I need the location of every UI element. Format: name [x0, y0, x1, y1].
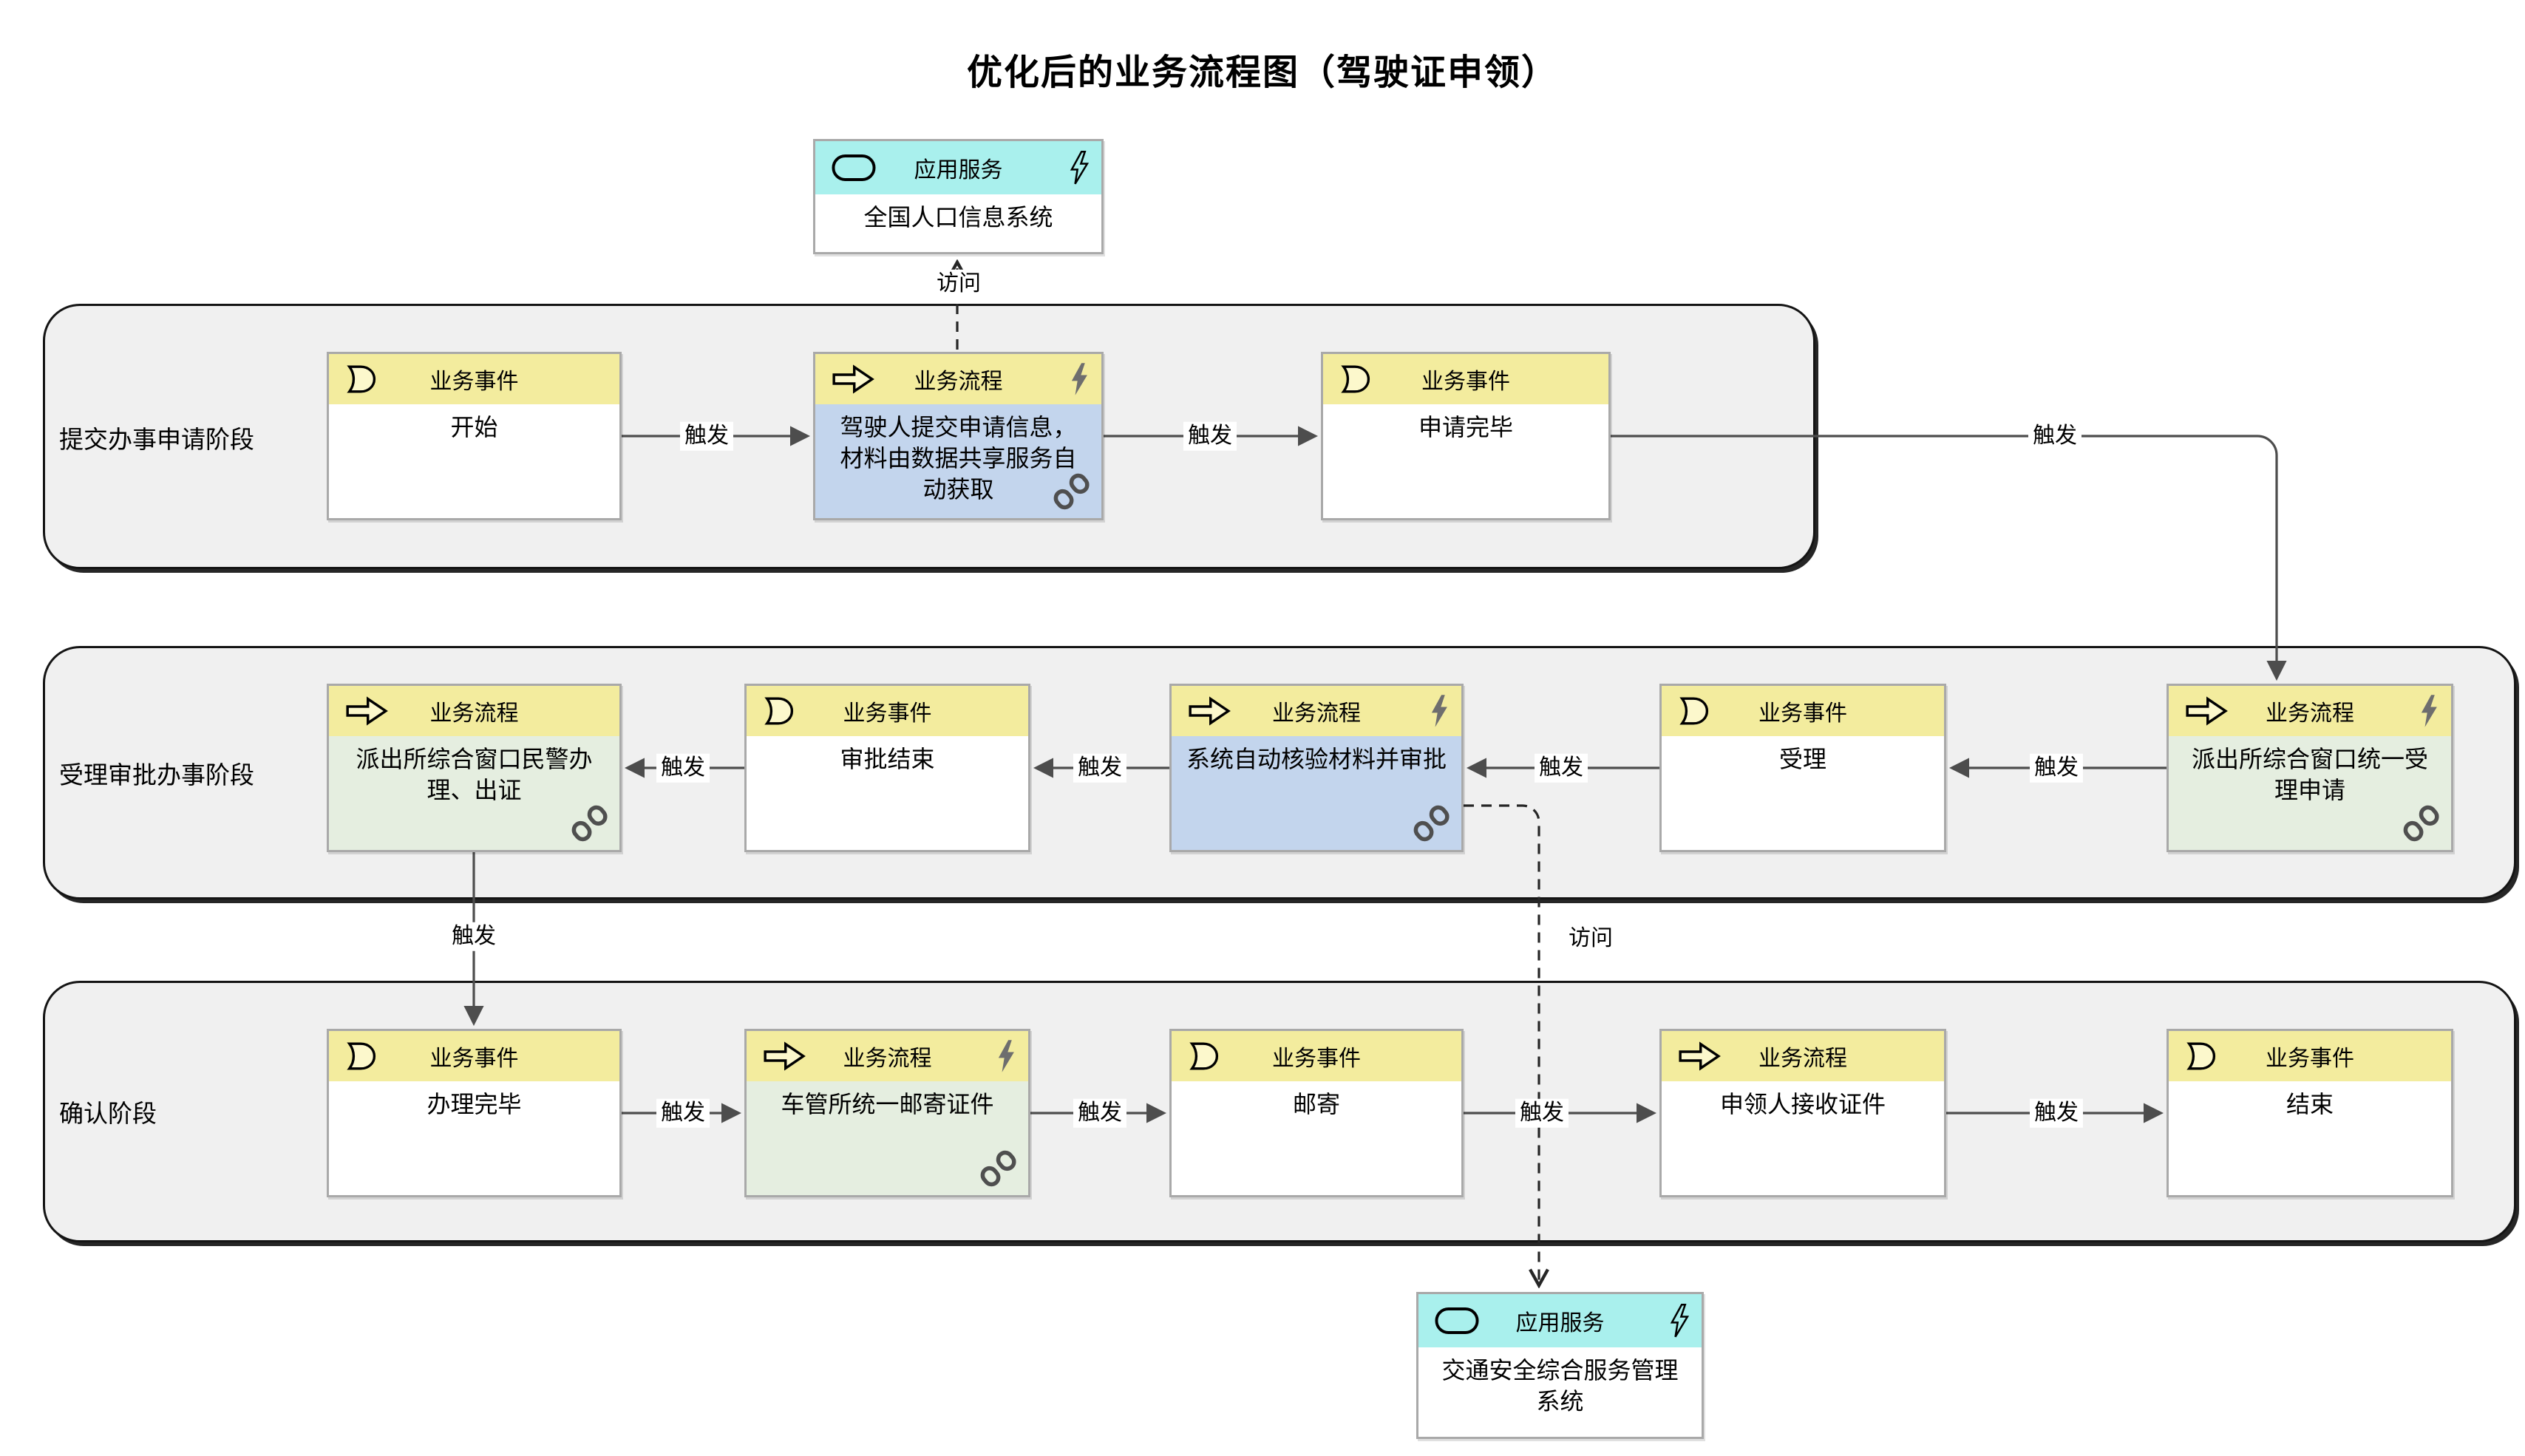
node-process-driver-submit-application: 业务流程 驾驶人提交申请信息，材料由数据共享服务自动获取	[813, 352, 1104, 520]
lane-label-confirm-phase: 确认阶段	[59, 1100, 157, 1127]
node-event-end: 业务事件 结束	[2167, 1029, 2453, 1197]
node-name: 驾驶人提交申请信息，材料由数据共享服务自动获取	[815, 404, 1101, 518]
node-type-label: 应用服务	[1515, 1311, 1605, 1336]
edge-label-trigger: 触发	[1183, 421, 1237, 451]
node-name: 派出所综合窗口民警办理、出证	[329, 736, 619, 850]
node-type-label: 应用服务	[914, 158, 1003, 183]
node-process-system-auto-verify: 业务流程 系统自动核验材料并审批	[1169, 684, 1464, 852]
lightning-solid-icon	[1069, 359, 1090, 399]
node-type-label: 业务流程	[429, 701, 519, 726]
node-header: 业务流程	[329, 686, 619, 736]
node-type-label: 业务事件	[1421, 370, 1510, 394]
node-name: 交通安全综合服务管理系统	[1418, 1347, 1702, 1437]
node-process-dmv-mail-certificate: 业务流程 车管所统一邮寄证件	[744, 1029, 1030, 1197]
node-header: 业务流程	[2169, 686, 2451, 736]
edge-label-trigger: 触发	[1535, 753, 1588, 783]
edge-label-access: 访问	[1564, 924, 1617, 953]
node-header: 业务流程	[1172, 686, 1461, 736]
node-type-label: 业务事件	[429, 1047, 519, 1071]
node-name: 申领人接收证件	[1662, 1081, 1944, 1195]
node-event-start: 业务事件 开始	[327, 352, 622, 520]
node-header: 业务事件	[1323, 354, 1608, 404]
lightning-solid-icon	[2419, 691, 2439, 731]
node-event-mailed: 业务事件 邮寄	[1169, 1029, 1464, 1197]
node-header: 应用服务	[1418, 1294, 1702, 1347]
lightning-solid-icon	[996, 1036, 1016, 1076]
edge-label-access: 访问	[932, 269, 985, 299]
node-name: 受理	[1662, 736, 1944, 850]
node-name: 结束	[2169, 1081, 2451, 1195]
lightning-outline-icon	[1069, 148, 1090, 188]
node-type-label: 业务流程	[2266, 701, 2354, 726]
node-header: 业务事件	[747, 686, 1028, 736]
node-name: 邮寄	[1172, 1081, 1461, 1195]
lane-label-accept-approve-phase: 受理审批办事阶段	[59, 761, 254, 789]
link-icon	[979, 1149, 1018, 1188]
edge-label-trigger: 触发	[2030, 1098, 2083, 1128]
node-process-applicant-receive-certificate: 业务流程 申领人接收证件	[1659, 1029, 1946, 1197]
node-name: 车管所统一邮寄证件	[747, 1081, 1028, 1195]
node-header: 业务事件	[329, 354, 619, 404]
node-type-label: 业务流程	[914, 370, 1003, 394]
node-app-service-national-population-system: 应用服务 全国人口信息系统	[813, 139, 1104, 254]
node-name: 办理完毕	[329, 1081, 619, 1195]
node-event-application-complete: 业务事件 申请完毕	[1321, 352, 1611, 520]
lightning-solid-icon	[1429, 691, 1450, 731]
node-header: 业务事件	[2169, 1031, 2451, 1081]
node-header: 业务流程	[747, 1031, 1028, 1081]
node-type-label: 业务事件	[2266, 1047, 2354, 1071]
node-process-police-window-issue-cert: 业务流程 派出所综合窗口民警办理、出证	[327, 684, 622, 852]
edge-label-trigger: 触发	[1073, 1098, 1126, 1128]
edge-label-trigger: 触发	[2030, 753, 2083, 783]
node-name: 系统自动核验材料并审批	[1172, 736, 1461, 850]
node-name: 全国人口信息系统	[815, 194, 1101, 252]
node-header: 业务事件	[329, 1031, 619, 1081]
node-type-label: 业务事件	[1758, 701, 1847, 726]
edge-label-trigger: 触发	[2028, 421, 2081, 451]
node-name: 开始	[329, 404, 619, 518]
node-app-service-traffic-safety-management-system: 应用服务 交通安全综合服务管理系统	[1416, 1292, 1704, 1439]
edge-label-trigger: 触发	[447, 922, 500, 951]
node-event-accepted: 业务事件 受理	[1659, 684, 1946, 852]
node-name: 申请完毕	[1323, 404, 1608, 518]
node-type-label: 业务事件	[1272, 1047, 1361, 1071]
node-type-label: 业务事件	[843, 701, 932, 726]
node-header: 应用服务	[815, 141, 1101, 194]
node-header: 业务流程	[1662, 1031, 1944, 1081]
edge-label-trigger: 触发	[1073, 753, 1126, 783]
node-header: 业务流程	[815, 354, 1101, 404]
node-event-approval-end: 业务事件 审批结束	[744, 684, 1030, 852]
node-event-processing-complete: 业务事件 办理完毕	[327, 1029, 622, 1197]
node-type-label: 业务事件	[429, 370, 519, 394]
lightning-outline-icon	[1669, 1301, 1690, 1341]
link-icon	[571, 804, 609, 843]
node-header: 业务事件	[1662, 686, 1944, 736]
edge-label-trigger: 触发	[1515, 1098, 1569, 1128]
node-type-label: 业务流程	[1758, 1047, 1847, 1071]
node-type-label: 业务流程	[1272, 701, 1361, 726]
node-header: 业务事件	[1172, 1031, 1461, 1081]
node-name: 审批结束	[747, 736, 1028, 850]
lane-label-submit-application-phase: 提交办事申请阶段	[59, 426, 254, 453]
edge-label-trigger: 触发	[656, 1098, 710, 1128]
link-icon	[1413, 804, 1451, 843]
edge-label-trigger: 触发	[680, 421, 733, 451]
edge-label-trigger: 触发	[656, 753, 710, 783]
link-icon	[1053, 472, 1091, 511]
node-process-police-window-unified-accept: 业务流程 派出所综合窗口统一受理申请	[2167, 684, 2453, 852]
page-title: 优化后的业务流程图（驾驶证申领）	[966, 53, 1558, 92]
node-type-label: 业务流程	[843, 1047, 932, 1071]
link-icon	[2402, 804, 2441, 843]
